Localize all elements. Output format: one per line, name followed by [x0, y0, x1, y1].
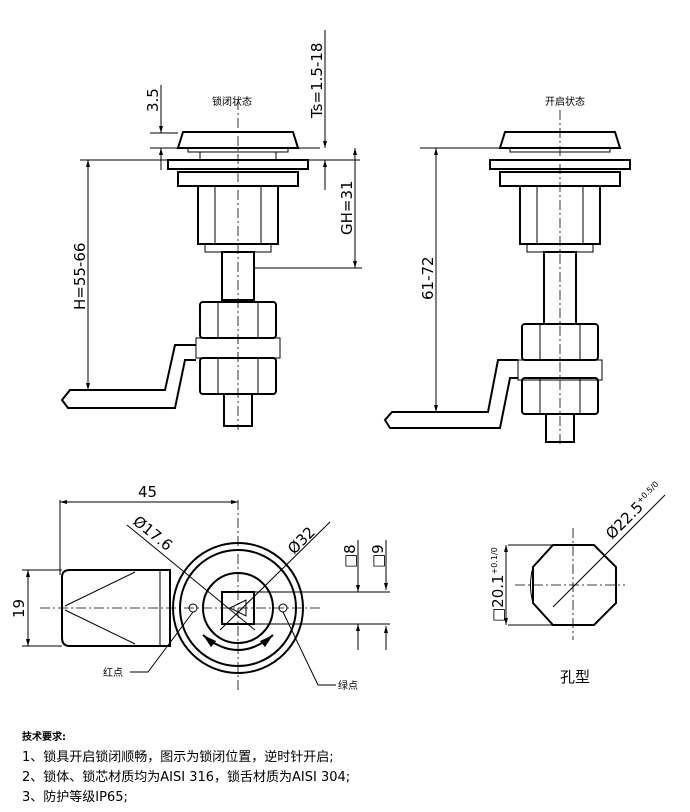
note-item: 1、锁具开启锁闭顺畅，图示为锁闭位置，逆时针开启;	[22, 750, 334, 765]
dim-h: H=55-66	[71, 243, 89, 310]
open-side-view: 61-72 开启状态	[383, 95, 631, 445]
note-item: 3、防护等级IP65;	[22, 790, 128, 805]
red-dot-label: 红点	[103, 666, 123, 679]
hole-view: □20.1+0.1/0 Ø22.5+0.5/0 孔型	[489, 479, 666, 686]
dim-outer-dia: Ø32	[284, 523, 319, 558]
dim-lever-width: 19	[10, 599, 28, 618]
dim-square-9: □9	[369, 544, 387, 568]
dim-cap-thickness: 3.5	[144, 88, 162, 112]
open-state-label: 开启状态	[545, 95, 585, 108]
note-item: 2、锁体、锁芯材质均为AISI 316，锁舌材质为AISI 304;	[22, 770, 351, 785]
dim-square-8: □8	[341, 544, 359, 568]
green-dot-label: 绿点	[338, 679, 358, 692]
hole-label: 孔型	[560, 668, 590, 686]
dim-panel-thickness: Ts=1.5-18	[308, 43, 326, 119]
dim-gh: GH=31	[338, 180, 356, 235]
locked-side-view: 3.5 Ts=1.5-18 GH=31 H=55-66 锁闭状态	[60, 30, 362, 430]
hole-dia-dim: Ø22.5+0.5/0	[602, 479, 666, 543]
hole-square-dim: □20.1+0.1/0	[489, 547, 507, 622]
locked-state-label: 锁闭状态	[212, 95, 252, 108]
dim-width: 45	[138, 483, 157, 501]
front-view: 45 Ø17.6 Ø32 □8 □9 19 红点 绿点	[10, 483, 390, 692]
dim-open-h: 61-72	[419, 256, 437, 300]
technical-requirements: 技术要求: 1、锁具开启锁闭顺畅，图示为锁闭位置，逆时针开启; 2、锁体、锁芯材…	[22, 728, 350, 808]
notes-title: 技术要求:	[22, 732, 66, 743]
